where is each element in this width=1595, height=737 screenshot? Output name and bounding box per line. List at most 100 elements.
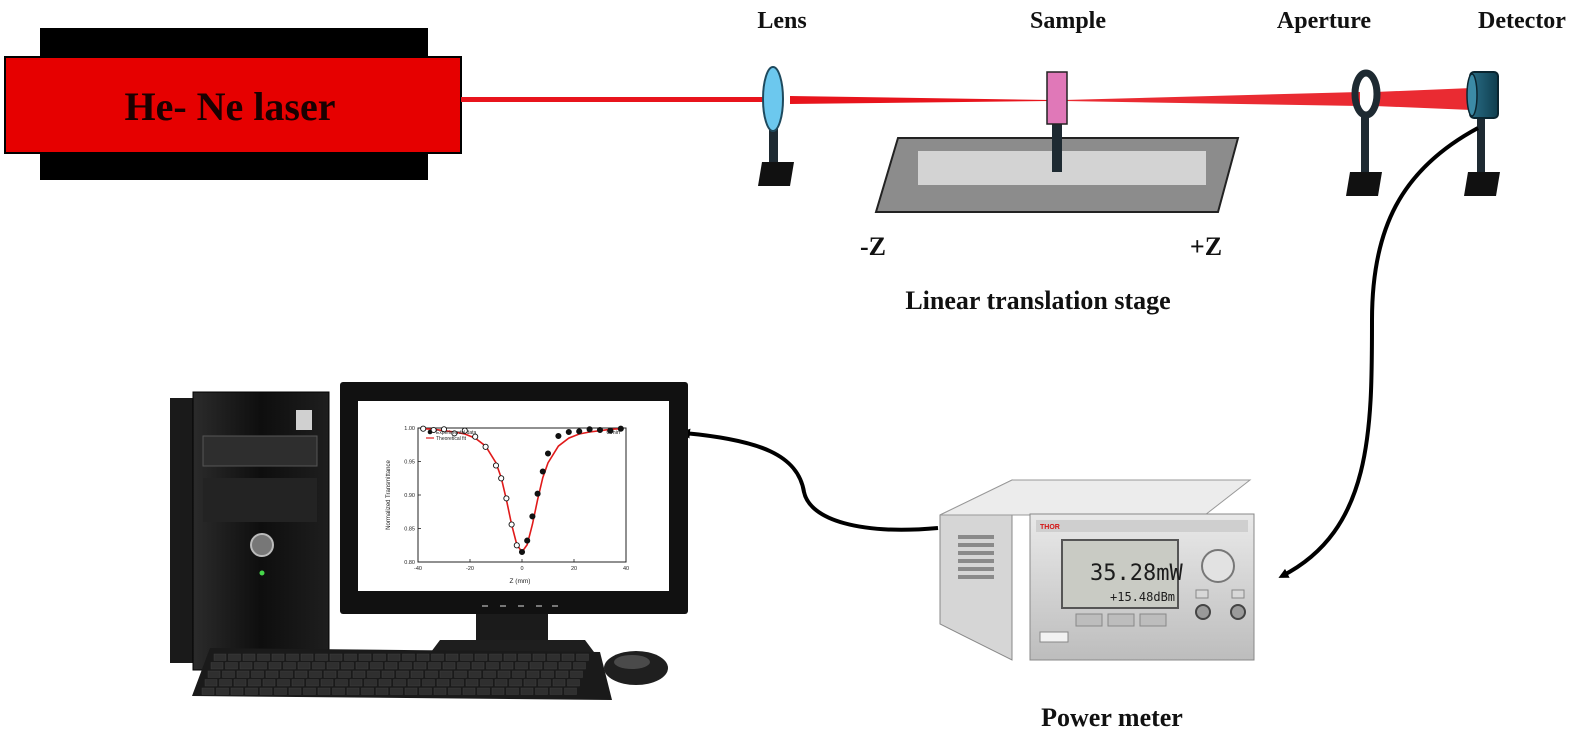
exp-data-point: [482, 443, 489, 450]
exp-data-point: [607, 427, 614, 434]
keyboard-key: [573, 662, 586, 670]
keyboard-key: [402, 653, 415, 661]
keyboard-key: [233, 679, 247, 687]
keyboard-key: [228, 653, 241, 661]
exp-data-point: [596, 426, 604, 434]
beam-segment-focusing: [790, 96, 1050, 104]
keyboard-key: [300, 653, 314, 661]
keyboard-key: [326, 662, 340, 670]
plot-y-tick-label: 0.90: [404, 493, 415, 499]
keyboard-key: [544, 662, 557, 670]
keyboard-key: [419, 687, 432, 695]
detector-window: [1466, 73, 1478, 117]
meter-reading-main: 35.28mW: [1090, 561, 1183, 586]
exp-data-point: [518, 548, 526, 556]
keyboard-key: [486, 662, 499, 670]
meter-softkey-1: [1075, 613, 1103, 627]
keyboard-key: [396, 670, 409, 678]
legend-exp: Experimental data: [436, 430, 477, 436]
keyboard-key: [335, 679, 348, 687]
keyboard-key: [541, 670, 554, 678]
keyboard-key: [280, 670, 293, 678]
detector-base: [1464, 172, 1500, 196]
mouse-highlight: [614, 655, 650, 669]
sample-post: [1052, 122, 1062, 172]
keyboard-key: [364, 679, 377, 687]
keyboard-key: [384, 662, 398, 670]
keyboard-key: [526, 670, 540, 678]
keyboard-key: [230, 687, 244, 695]
keyboard-key: [225, 662, 238, 670]
laser-beam: [461, 88, 1472, 110]
keyboard-key: [425, 670, 438, 678]
exp-data-point: [420, 425, 427, 432]
aperture-label: Aperture: [1277, 8, 1372, 34]
keyboard-key: [387, 653, 401, 661]
exp-data-point: [503, 495, 510, 502]
keyboard-key: [346, 687, 360, 695]
keyboard-key: [468, 670, 482, 678]
exp-data-point: [529, 513, 536, 520]
keyboard-key: [207, 670, 221, 678]
sample-cuvette: [1046, 71, 1068, 125]
meter-knob-icon: [1201, 549, 1235, 583]
exp-data-point: [555, 432, 562, 440]
lens-post: [769, 113, 778, 163]
keyboard-key: [532, 653, 546, 661]
keyboard-key: [465, 679, 479, 687]
meter-power-switch: [1039, 631, 1069, 643]
keyboard-key: [451, 679, 464, 687]
keyboard-key: [271, 653, 285, 661]
keyboard-key: [303, 687, 316, 695]
exp-data-point: [539, 468, 546, 475]
tower-front: [192, 391, 330, 671]
keyboard-key: [312, 662, 325, 670]
keyboard-key: [204, 679, 218, 687]
keyboard-key: [431, 653, 444, 661]
keyboard-key: [201, 687, 215, 695]
keyboard-key: [442, 662, 456, 670]
keyboard-key: [477, 687, 490, 695]
keyboard-key: [523, 679, 537, 687]
computer-tower: [170, 391, 330, 671]
meter-vents: [958, 535, 994, 579]
exp-data-point: [513, 542, 520, 549]
mouse: [604, 651, 668, 685]
monitor-buttons: [482, 605, 558, 607]
laser-tube: [4, 56, 462, 154]
aperture-post: [1361, 116, 1369, 174]
beam-segment-1: [461, 97, 771, 102]
plot-y-tick-label: 0.85: [404, 527, 415, 533]
exp-data-point: [472, 433, 479, 440]
keyboard-key: [274, 687, 287, 695]
legend-marker-exp: [427, 429, 433, 435]
keyboard-key: [373, 653, 386, 661]
keyboard-key: [558, 662, 572, 670]
keyboard-key: [306, 679, 319, 687]
keyboard-key: [454, 670, 467, 678]
keyboard-key: [515, 662, 528, 670]
meter-reading-dbm: +15.48dBm: [1110, 590, 1175, 604]
keyboard-key: [500, 662, 514, 670]
keyboard-key: [509, 679, 522, 687]
keyboard-key: [547, 653, 560, 661]
sample-assembly: Sample: [1030, 8, 1106, 172]
keyboard-key: [257, 653, 270, 661]
keyboard-key: [555, 670, 569, 678]
keyboard-key: [480, 679, 493, 687]
keyboard-key: [494, 679, 508, 687]
keyboard-key: [283, 662, 296, 670]
lens-assembly: Lens: [757, 8, 807, 186]
keyboard-key: [378, 679, 392, 687]
laser-label: He- Ne laser: [124, 84, 335, 129]
keyboard-key: [503, 653, 517, 661]
plot-xlabel: Z (mm): [510, 578, 531, 585]
minus-z-label: -Z: [860, 232, 886, 261]
lens-base: [758, 162, 794, 186]
keyboard-key: [309, 670, 322, 678]
keyboard-key: [506, 687, 519, 695]
keyboard-key: [358, 653, 372, 661]
keyboard-key: [567, 679, 580, 687]
keyboard-key: [399, 662, 412, 670]
